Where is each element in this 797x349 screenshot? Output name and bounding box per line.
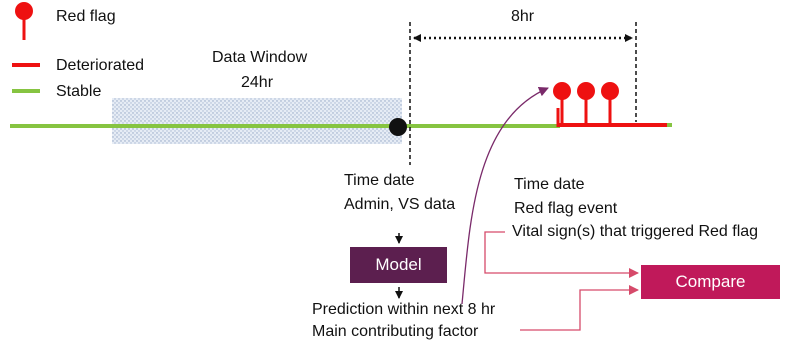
red-flag-icon [601,82,619,125]
event-info-line2: Red flag event [514,200,618,217]
event-to-compare-connector [484,231,639,278]
model-box-label: Model [375,255,422,274]
model-output-line1: Prediction within next 8 hr [312,301,496,318]
red-flag-icon [577,82,595,125]
data-window-region [112,98,402,144]
prediction-window-duration: 8hr [511,8,535,25]
model-box: Model [350,247,447,283]
event-info-line1: Time date [514,176,585,193]
event-info-line3: Vital sign(s) that triggered Red flag [512,223,759,240]
data-window-title: Data Window [212,49,308,66]
model-output-line2: Main contributing factor [312,323,479,340]
data-window-duration: 24hr [241,74,274,91]
compare-box-label: Compare [675,272,746,291]
legend-red-flag-icon [15,2,33,40]
legend-deteriorated-label: Deteriorated [56,57,145,74]
output-to-compare-connector [520,285,639,331]
compare-box: Compare [641,265,780,299]
red-flag-icon [553,82,571,125]
model-to-event-curve [461,87,549,305]
model-input-line1: Time date [344,172,415,189]
prediction-time-marker [389,118,407,136]
legend-stable-label: Stable [56,83,102,100]
legend-red-flag-label: Red flag [56,8,116,25]
model-input-line2: Admin, VS data [344,196,456,213]
